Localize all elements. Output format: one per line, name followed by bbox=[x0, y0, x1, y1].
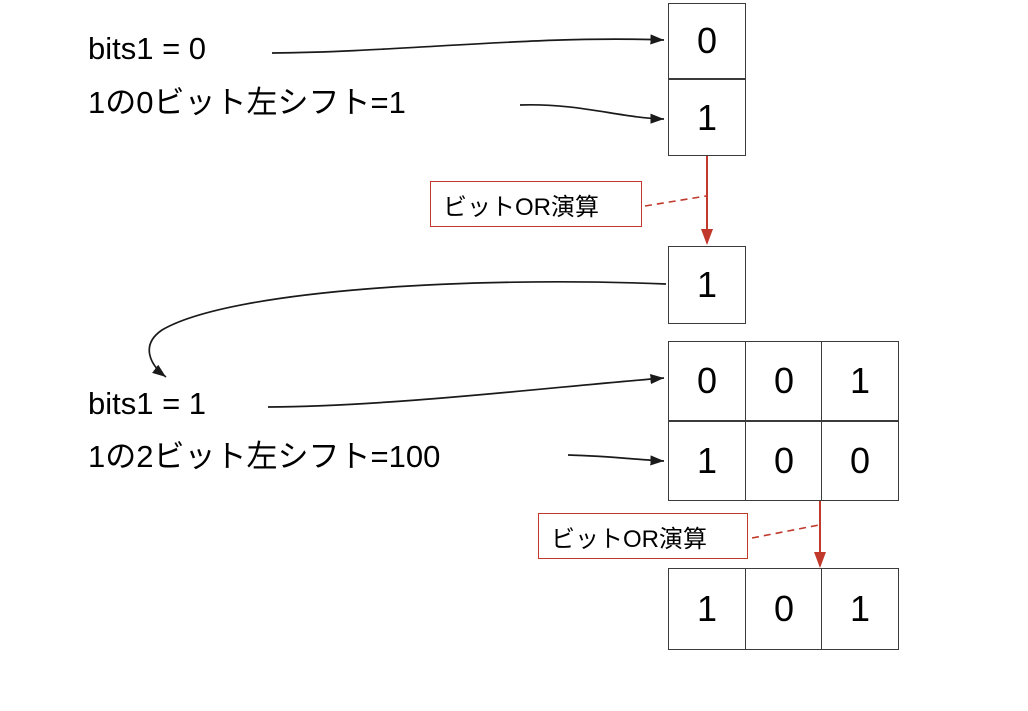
note-box-or-bottom: ビットOR演算 bbox=[538, 513, 748, 559]
bit-cell-bottom-operand-b-2: 0 bbox=[821, 421, 899, 501]
note-leader-top bbox=[644, 195, 707, 207]
note-box-or-top-label: ビットOR演算 bbox=[443, 193, 599, 221]
note-leader-bottom bbox=[751, 524, 820, 539]
bit-cell-bottom-result-2: 1 bbox=[821, 568, 899, 650]
label-group1-line2: 1の0ビット左シフト=1 bbox=[88, 85, 406, 120]
connector-bits1-0-to-cell0 bbox=[271, 34, 665, 54]
bit-cell-bottom-operand-a-1: 0 bbox=[745, 341, 823, 421]
bit-cell-top-result-0: 1 bbox=[668, 246, 746, 324]
note-box-or-bottom-label: ビットOR演算 bbox=[551, 525, 707, 553]
bit-cell-bottom-operand-a-2: 1 bbox=[821, 341, 899, 421]
connector-shift0-to-cell1 bbox=[519, 103, 665, 124]
label-group2-line1: bits1 = 1 bbox=[88, 386, 207, 421]
bit-cell-top-operand-b-0: 1 bbox=[668, 79, 746, 156]
bit-cell-bottom-result-1: 0 bbox=[745, 568, 823, 650]
note-box-or-top: ビットOR演算 bbox=[430, 181, 642, 227]
bit-cell-bottom-operand-b-1: 0 bbox=[745, 421, 823, 501]
bit-cell-top-operand-a-0: 0 bbox=[668, 3, 746, 79]
bit-cell-bottom-operand-b-0: 1 bbox=[668, 421, 746, 501]
connector-shift2-to-row-b bbox=[567, 454, 665, 466]
label-group1-line1: bits1 = 0 bbox=[88, 31, 207, 66]
bit-cell-bottom-operand-a-0: 0 bbox=[668, 341, 746, 421]
connector-result-to-bits1-1 bbox=[148, 280, 667, 378]
connector-bits1-1-to-row-a bbox=[267, 373, 665, 408]
label-group2-line2: 1の2ビット左シフト=100 bbox=[88, 439, 441, 474]
bit-cell-bottom-result-0: 1 bbox=[668, 568, 746, 650]
